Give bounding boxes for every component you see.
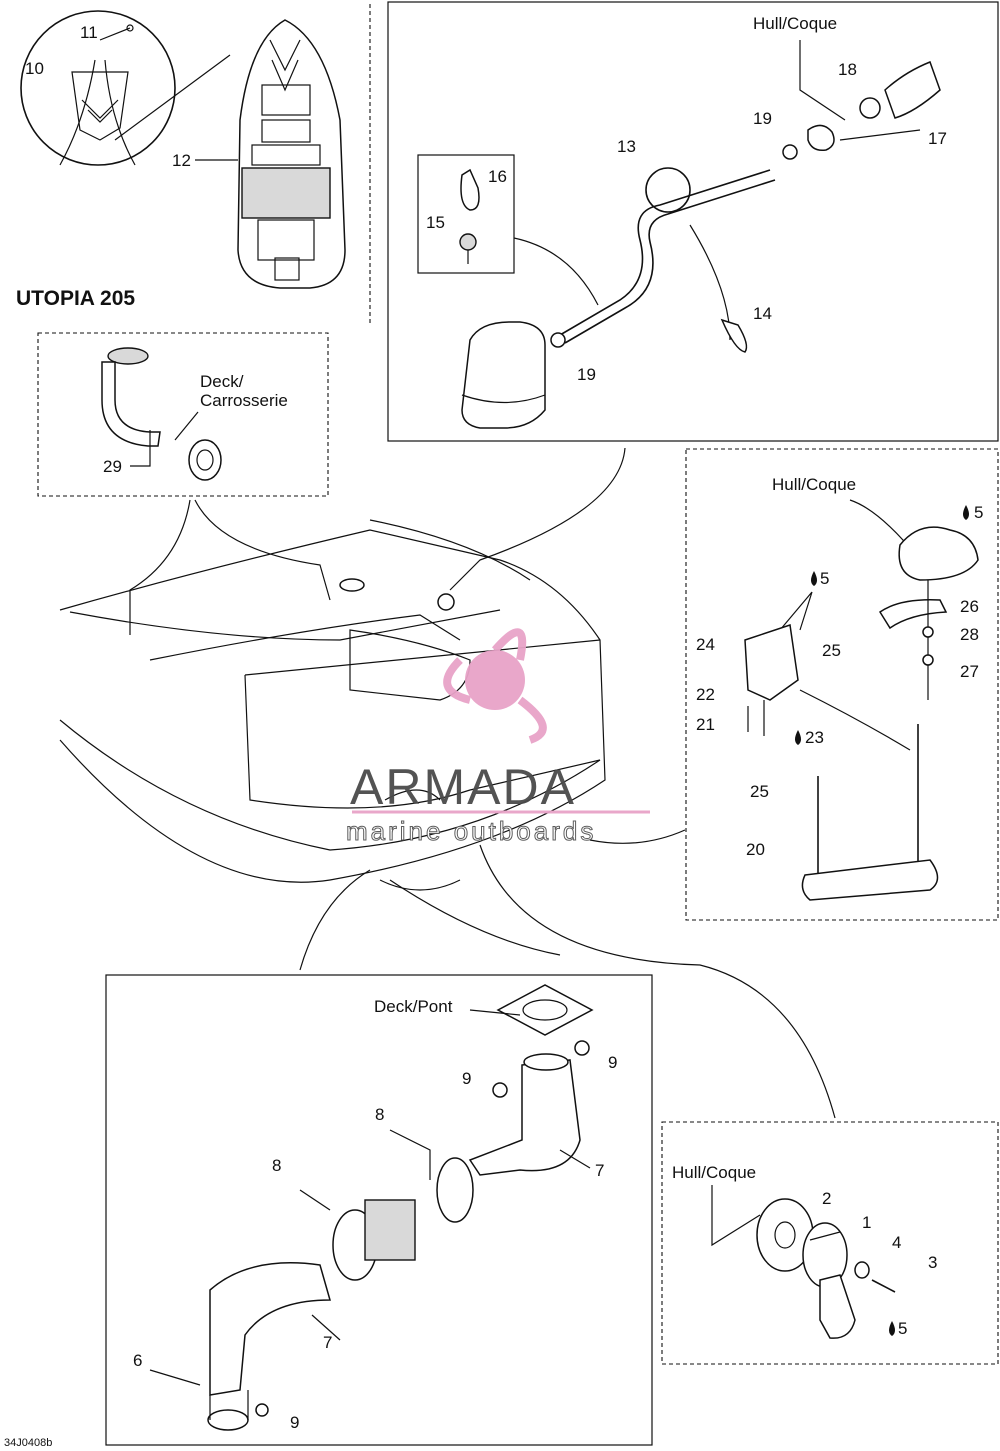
watermark-tagline: marine outboards xyxy=(346,816,596,846)
callout-4: 4 xyxy=(892,1233,901,1252)
sealant-5-c: 5 xyxy=(898,1319,907,1338)
callout-13: 13 xyxy=(617,137,636,156)
callout-25-bottom: 25 xyxy=(750,782,769,801)
sealant-5-b: 5 xyxy=(820,569,829,588)
callout-27: 27 xyxy=(960,662,979,681)
label-deck-line1: Deck/ xyxy=(200,372,244,391)
label-hull-top: Hull/Coque xyxy=(753,14,837,33)
boat-stern-view xyxy=(59,447,836,1119)
callout-21: 21 xyxy=(696,715,715,734)
sealant-drop-icon-b xyxy=(811,571,817,586)
callout-8-a: 8 xyxy=(375,1105,384,1124)
sealant-5-a: 5 xyxy=(974,503,983,522)
label-hull-right: Hull/Coque xyxy=(772,475,856,494)
sealant-drop-icon-c xyxy=(795,730,801,745)
watermark-logo-icon xyxy=(465,650,525,710)
callout-19-top: 19 xyxy=(753,109,772,128)
utopia-inset: 12 10 11 UTOPIA 205 xyxy=(16,4,371,325)
callout-10: 10 xyxy=(25,59,44,78)
drawing-code: 34J0408b xyxy=(4,1437,52,1449)
label-deck-line2: Carrosserie xyxy=(200,391,288,410)
callout-15: 15 xyxy=(426,213,445,232)
bilge-hose-box: 16 15 Hull/Coque 18 17 19 13 14 19 xyxy=(387,1,999,442)
label-hull-bottom: Hull/Coque xyxy=(672,1163,756,1182)
callout-22: 22 xyxy=(696,685,715,704)
callout-28: 28 xyxy=(960,625,979,644)
callout-8-b: 8 xyxy=(272,1156,281,1175)
sealant-drop-icon-a xyxy=(963,505,969,520)
callout-6: 6 xyxy=(133,1351,142,1370)
callout-7-a: 7 xyxy=(595,1161,604,1180)
watermark-brand: ARMADA xyxy=(350,759,576,815)
vent-hose-box: Deck/Pont 9 9 8 8 7 7 6 9 xyxy=(105,974,653,1446)
sealant-drop-icon-d xyxy=(889,1321,895,1336)
callout-29: 29 xyxy=(103,457,122,476)
callout-17: 17 xyxy=(928,129,947,148)
callout-14: 14 xyxy=(753,304,772,323)
callout-26: 26 xyxy=(960,597,979,616)
model-title: UTOPIA 205 xyxy=(16,287,135,310)
callout-9-c: 9 xyxy=(290,1413,299,1432)
callout-16: 16 xyxy=(488,167,507,186)
callout-20: 20 xyxy=(746,840,765,859)
callout-9-b: 9 xyxy=(462,1069,471,1088)
bracket-box: Hull/Coque 5 26 28 27 5 24 25 22 21 23 2… xyxy=(685,448,999,921)
watermark: ARMADA marine outboards xyxy=(346,628,650,847)
callout-9-a: 9 xyxy=(608,1053,617,1072)
callout-12: 12 xyxy=(172,151,191,170)
deck-fitting-box: Deck/ Carrosserie 29 xyxy=(37,332,329,497)
label-deck-pont: Deck/Pont xyxy=(374,997,453,1016)
callout-3: 3 xyxy=(928,1253,937,1272)
drain-plug-box: Hull/Coque 2 1 4 3 5 xyxy=(661,1121,999,1365)
callout-24: 24 xyxy=(696,635,715,654)
callout-1: 1 xyxy=(862,1213,871,1232)
callout-25-top: 25 xyxy=(822,641,841,660)
sealant-23: 23 xyxy=(805,728,824,747)
callout-11: 11 xyxy=(80,23,98,42)
callout-7-b: 7 xyxy=(323,1333,332,1352)
callout-18: 18 xyxy=(838,60,857,79)
callout-19-bottom: 19 xyxy=(577,365,596,384)
callout-2: 2 xyxy=(822,1189,831,1208)
